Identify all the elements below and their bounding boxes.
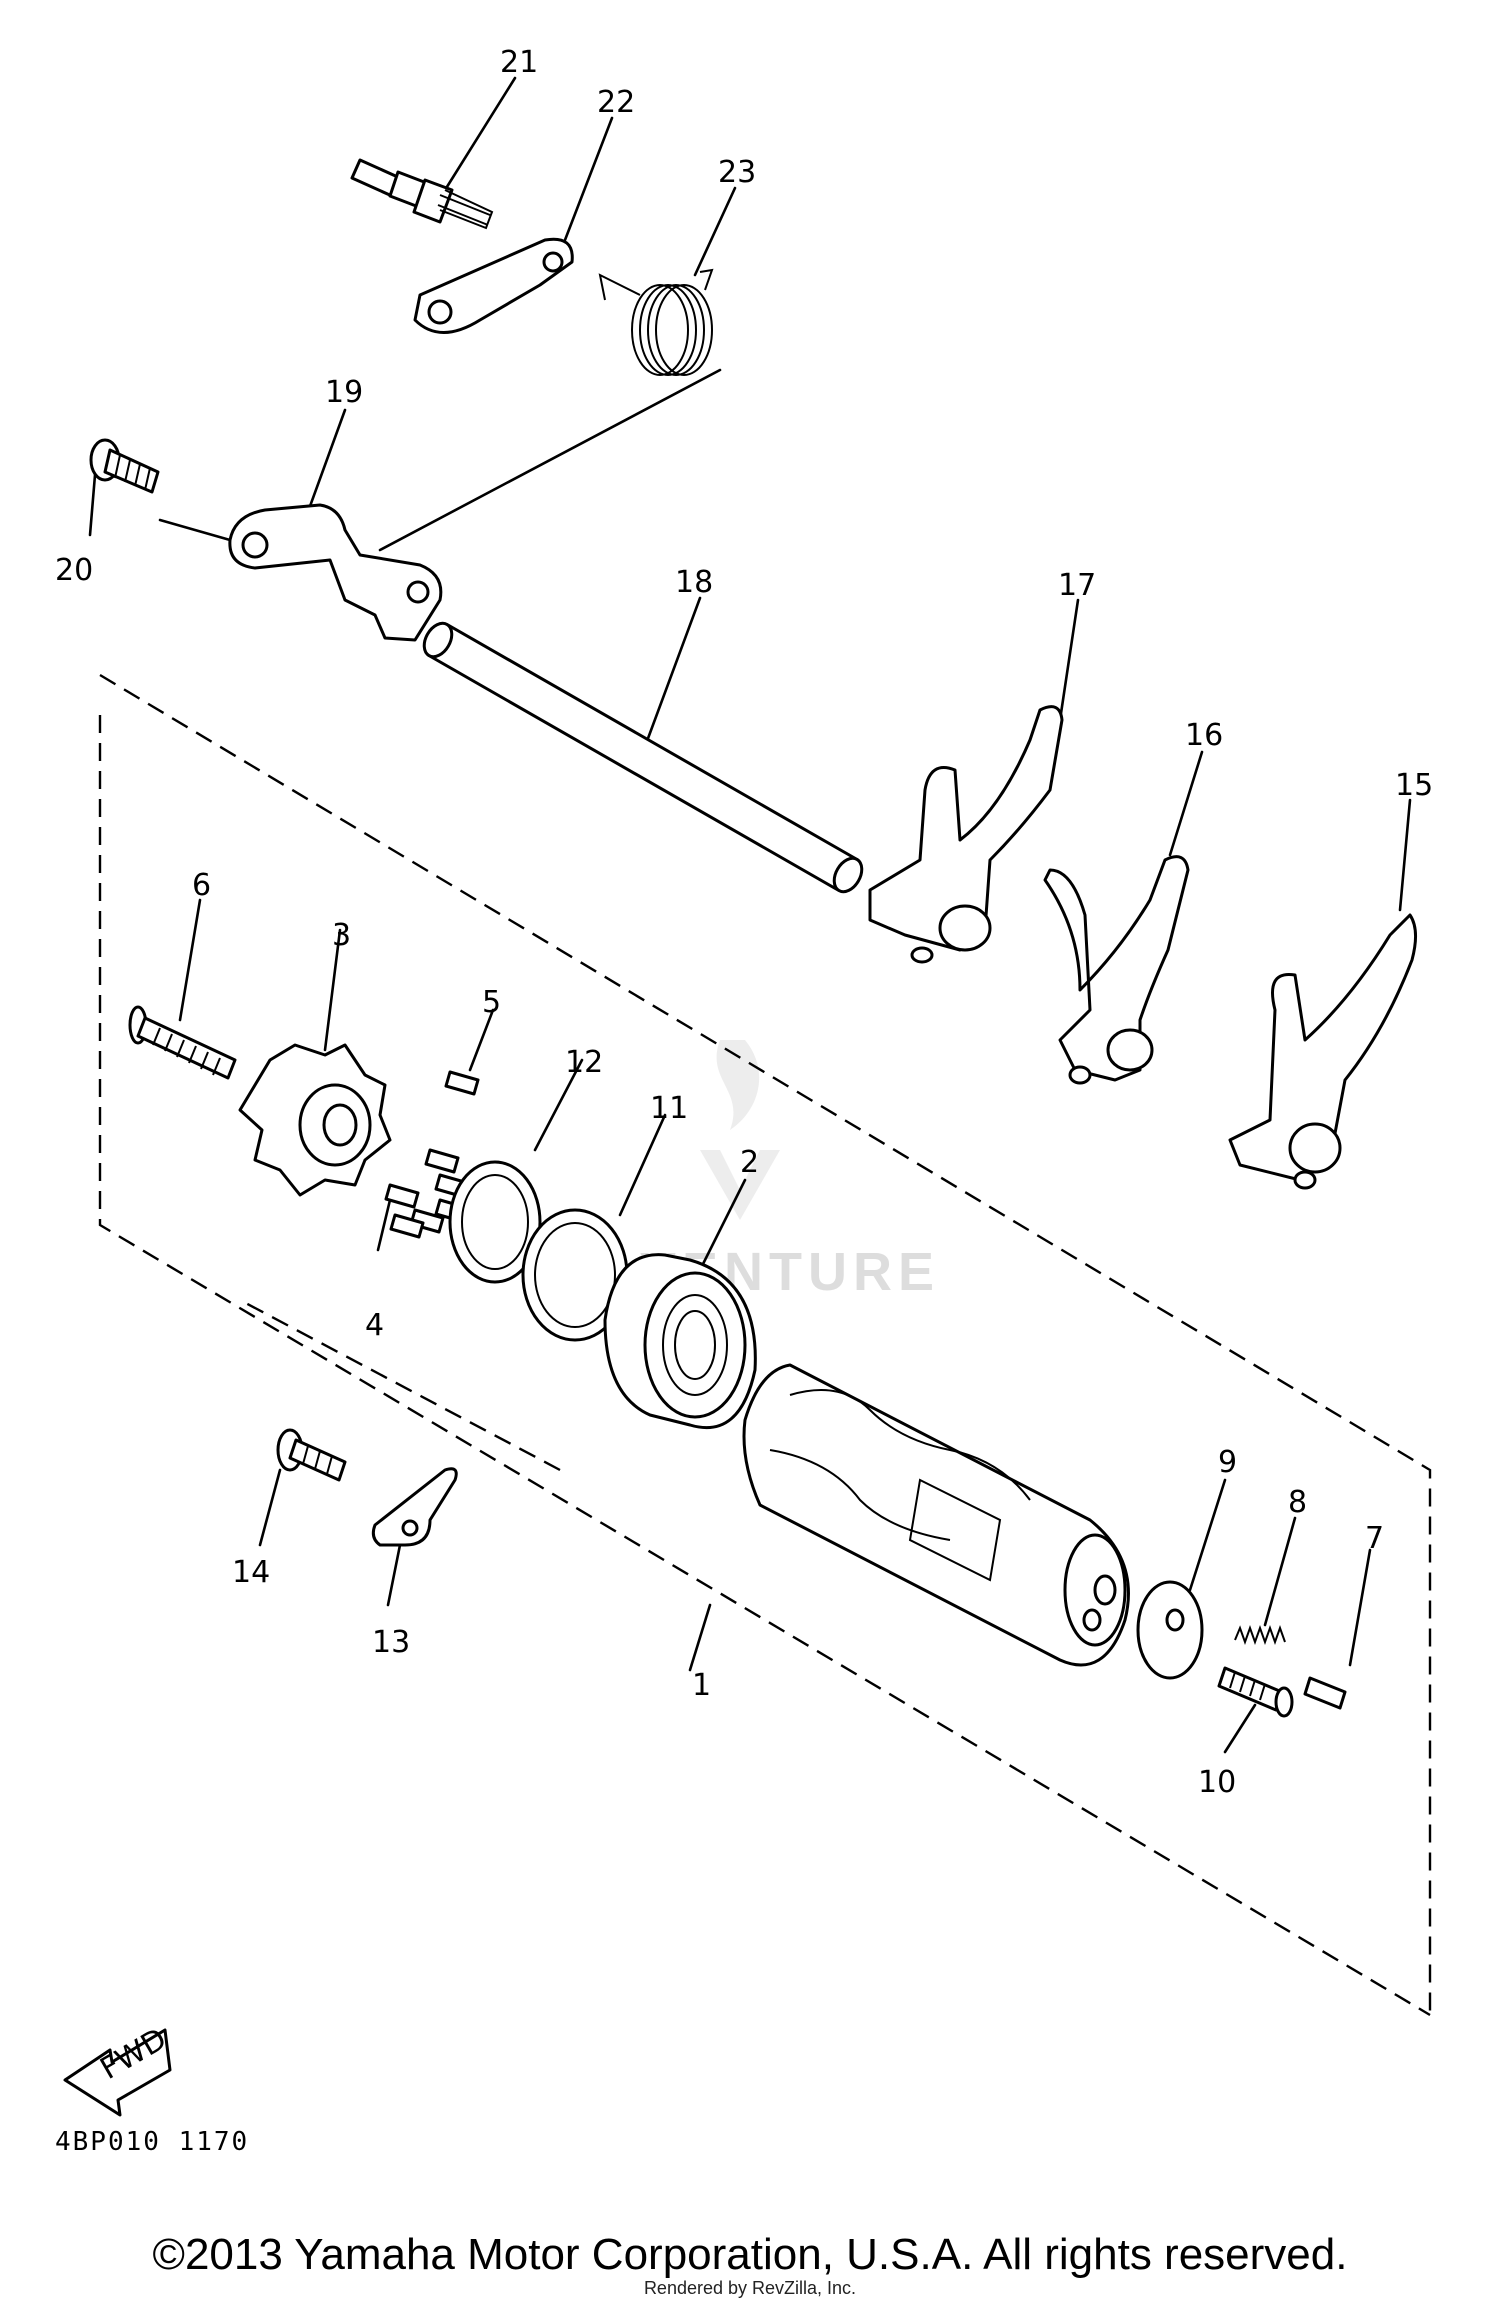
watermark-logo bbox=[700, 1040, 780, 1220]
part-11-washer bbox=[521, 1208, 629, 1342]
callout-15: 15 bbox=[1395, 768, 1433, 803]
callout-19: 19 bbox=[325, 375, 363, 410]
callout-numbers: 21 22 23 19 20 18 17 16 15 6 3 5 12 11 2… bbox=[55, 45, 1433, 1800]
part-20-screw bbox=[89, 438, 160, 494]
callout-16: 16 bbox=[1185, 718, 1223, 753]
part-9-plate bbox=[1136, 1580, 1204, 1680]
callout-6: 6 bbox=[192, 868, 211, 903]
callout-8: 8 bbox=[1288, 1485, 1307, 1520]
part-16-shift-fork bbox=[1043, 855, 1190, 1085]
part-14-screw bbox=[276, 1428, 347, 1482]
part-7-pin bbox=[1303, 1676, 1347, 1710]
part-19-stopper-arm bbox=[228, 503, 443, 642]
part-13-stopper bbox=[371, 1467, 458, 1547]
part-17-shift-fork bbox=[868, 705, 1064, 964]
part-12-circlip bbox=[448, 1160, 542, 1284]
callout-14: 14 bbox=[232, 1555, 270, 1590]
callout-21: 21 bbox=[500, 45, 538, 80]
part-1-shift-drum bbox=[742, 1363, 1130, 1667]
callout-5: 5 bbox=[482, 985, 501, 1020]
callout-23: 23 bbox=[718, 155, 756, 190]
part-5-pin bbox=[444, 1070, 480, 1096]
part-10-screw bbox=[1217, 1666, 1294, 1718]
callout-3: 3 bbox=[332, 918, 351, 953]
leader-lines bbox=[88, 76, 1412, 1754]
callout-4: 4 bbox=[365, 1308, 384, 1343]
callout-10: 10 bbox=[1198, 1765, 1236, 1800]
callout-22: 22 bbox=[597, 85, 635, 120]
callout-11: 11 bbox=[650, 1091, 688, 1126]
part-18-shift-fork-shaft bbox=[422, 621, 864, 894]
part-23-torsion-spring bbox=[598, 268, 714, 376]
callout-17: 17 bbox=[1058, 568, 1096, 603]
callout-20: 20 bbox=[55, 553, 93, 588]
part-8-spring bbox=[1234, 1625, 1286, 1645]
callout-1: 1 bbox=[692, 1668, 711, 1703]
part-21-stud-bolt bbox=[350, 158, 494, 230]
part-2-bearing bbox=[603, 1253, 757, 1430]
callout-13: 13 bbox=[372, 1625, 410, 1660]
part-15-shift-fork bbox=[1228, 913, 1417, 1190]
callout-12: 12 bbox=[565, 1045, 603, 1080]
render-credit: Rendered by RevZilla, Inc. bbox=[643, 2278, 857, 2298]
part-6-bolt bbox=[128, 1005, 237, 1080]
callout-18: 18 bbox=[675, 565, 713, 600]
callout-7: 7 bbox=[1365, 1521, 1384, 1556]
reference-code: 4BP010 1170 bbox=[55, 2127, 249, 2157]
callout-2: 2 bbox=[740, 1145, 759, 1180]
copyright-notice: ©2013 Yamaha Motor Corporation, U.S.A. A… bbox=[152, 2230, 1348, 2279]
callout-9: 9 bbox=[1218, 1445, 1237, 1480]
part-22-shift-lever bbox=[413, 237, 574, 334]
part-3-segment bbox=[238, 1043, 392, 1197]
fwd-arrow-icon bbox=[63, 2028, 172, 2117]
assembly-dashed-outline bbox=[98, 673, 1432, 2017]
